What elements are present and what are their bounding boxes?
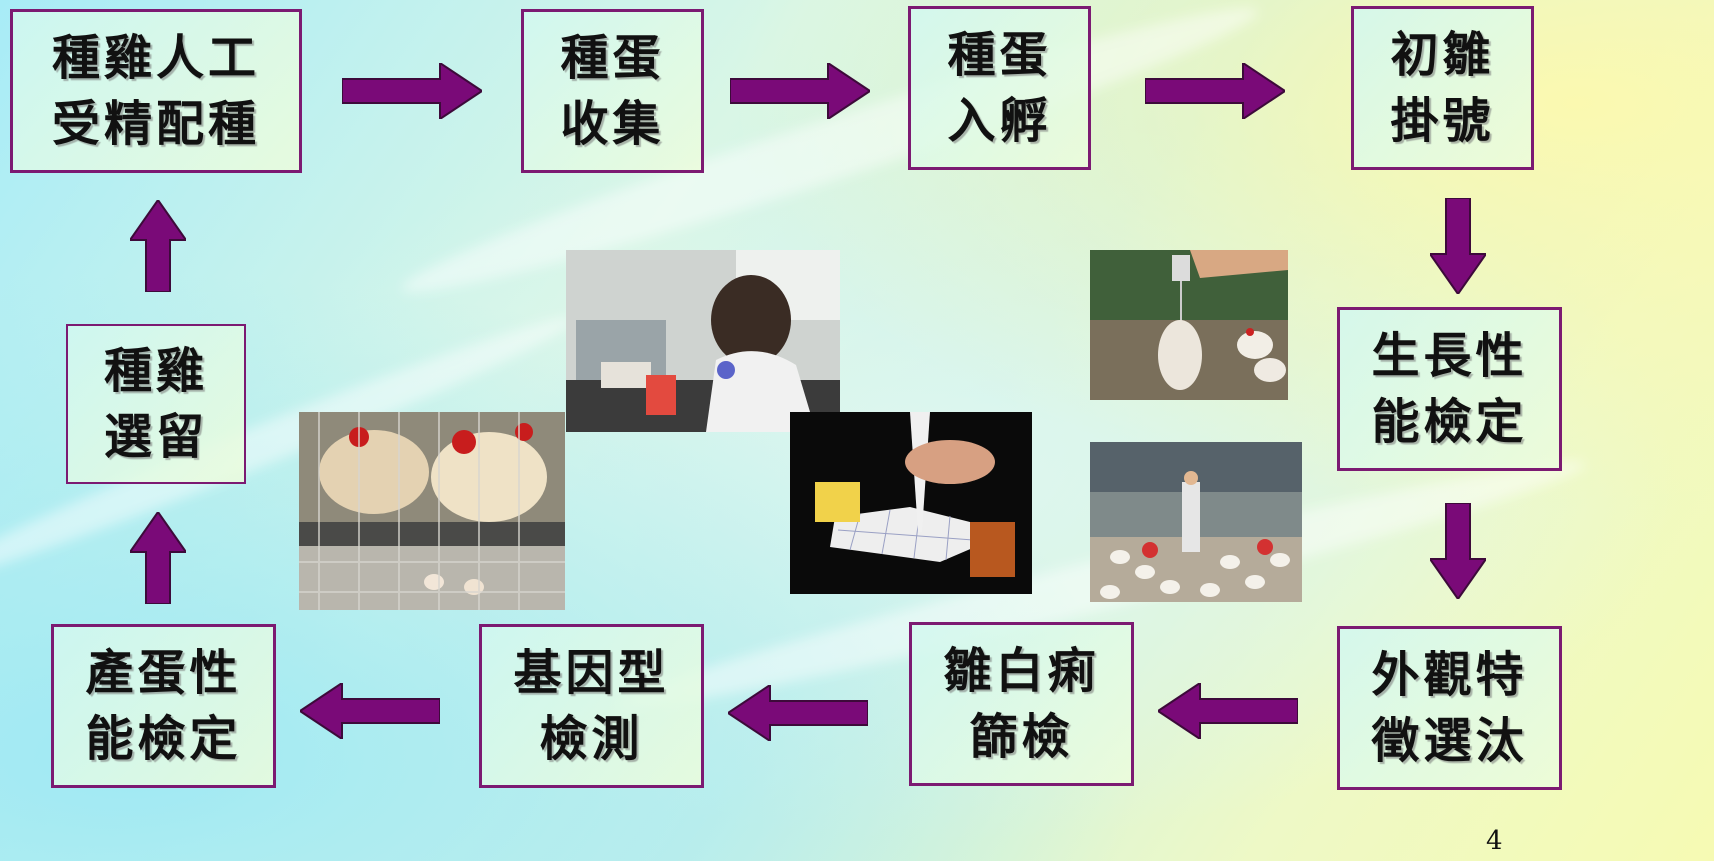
lab-researcher-photo [566,250,840,432]
step-line: 檢測 [539,711,644,767]
step-line: 生長性 [1371,328,1528,384]
left-arrow-icon [1158,683,1298,739]
step-line: 選留 [103,409,208,465]
step-egg-collection: 種蛋 收集 [521,9,704,173]
step-line: 種蛋 [947,27,1052,83]
down-arrow-icon [1430,198,1486,294]
pipette-assay-plate-photo [790,412,1032,594]
step-chick-registration: 初雛 掛號 [1351,6,1534,170]
right-arrow-icon [1145,63,1285,119]
step-line: 能檢定 [85,711,242,767]
step-line: 受精配種 [51,96,260,152]
step-line: 雛白痢 [943,643,1100,699]
up-arrow-icon [130,200,186,292]
step-egg-incubation: 種蛋 入孵 [908,6,1091,170]
step-line: 初雛 [1390,27,1495,83]
up-arrow-icon [130,512,186,604]
step-appearance-culling: 外觀特 徵選汰 [1337,626,1562,790]
step-artificial-insemination: 種雞人工 受精配種 [10,9,302,173]
step-pullorum-screening: 雛白痢 篩檢 [909,622,1134,786]
step-line: 入孵 [947,93,1052,149]
broiler-house-photo [1090,442,1302,602]
step-line: 徵選汰 [1371,713,1528,769]
step-growth-test: 生長性 能檢定 [1337,307,1562,471]
down-arrow-icon [1430,503,1486,599]
left-arrow-icon [300,683,440,739]
step-egg-production-test: 產蛋性 能檢定 [51,624,276,788]
step-line: 產蛋性 [85,645,242,701]
step-line: 外觀特 [1371,647,1528,703]
step-line: 種雞 [103,343,208,399]
left-arrow-icon [728,685,868,741]
right-arrow-icon [342,63,482,119]
step-line: 基因型 [513,645,670,701]
step-line: 種雞人工 [51,30,260,86]
caged-roosters-photo [299,412,565,610]
step-line: 能檢定 [1371,394,1528,450]
step-genotyping: 基因型 檢測 [479,624,704,788]
step-line: 收集 [560,96,665,152]
right-arrow-icon [730,63,870,119]
step-breeder-selection: 種雞 選留 [66,324,246,484]
page-number: 4 [1486,826,1503,856]
chick-weighing-photo [1090,250,1288,400]
step-line: 篩檢 [969,709,1074,765]
step-line: 掛號 [1390,93,1495,149]
step-line: 種蛋 [560,30,665,86]
